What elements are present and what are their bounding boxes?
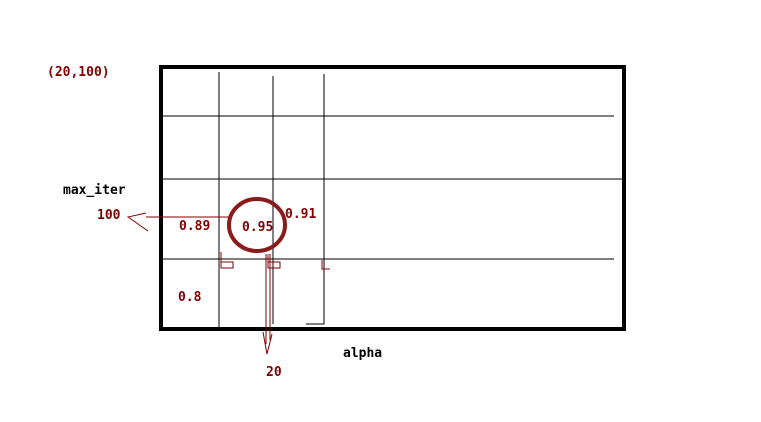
x-marker-label: 20 <box>266 365 282 380</box>
y-marker-label: 100 <box>97 208 121 223</box>
x-axis-label: alpha <box>343 346 383 361</box>
glyph-b2 <box>267 254 281 269</box>
y-axis-label: max_iter <box>63 183 126 198</box>
grid-frame <box>159 65 626 331</box>
cell-value-right: 0.91 <box>285 207 317 222</box>
glyph-c <box>321 260 330 270</box>
cell-value-center: 0.95 <box>242 220 274 235</box>
corner-coordinate-label: (20,100) <box>47 65 110 80</box>
highlight-circle <box>227 197 287 253</box>
x-arrow-head <box>262 331 273 355</box>
cell-value-left: 0.89 <box>179 219 211 234</box>
y-arrow-head <box>126 212 149 232</box>
grid-line-v3 <box>306 74 325 325</box>
cell-value-lower-left: 0.8 <box>178 290 202 305</box>
glyph-b1 <box>220 252 234 269</box>
